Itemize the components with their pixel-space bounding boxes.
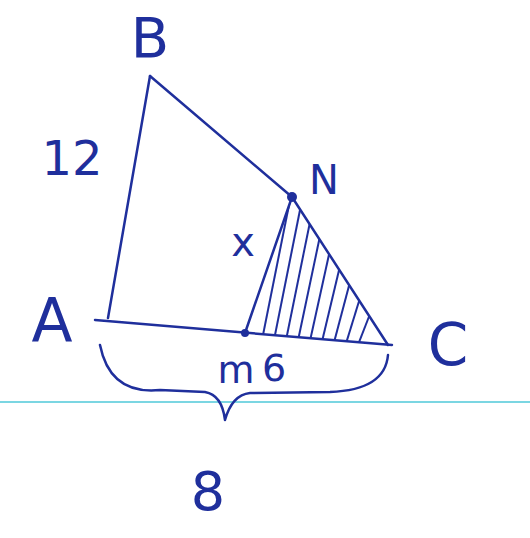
vertex-label: C [428, 316, 469, 374]
variable-label: x [231, 222, 255, 262]
length-label: 12 [41, 134, 102, 182]
length-label: 8 [191, 465, 225, 519]
vertex-label: A [31, 290, 72, 350]
segment-nm [245, 197, 292, 333]
side-ab [108, 76, 150, 318]
point-label: N [309, 160, 339, 200]
point-dot [287, 192, 297, 202]
brace [100, 345, 388, 420]
paper-rule-line [0, 401, 530, 403]
length-label: 6 [262, 349, 286, 387]
side-ac [95, 320, 392, 345]
point-dot [241, 329, 249, 337]
side-bc [150, 76, 388, 345]
hatch-shading [260, 200, 370, 350]
point-label: m [217, 351, 254, 389]
vertex-label: B [131, 10, 169, 66]
